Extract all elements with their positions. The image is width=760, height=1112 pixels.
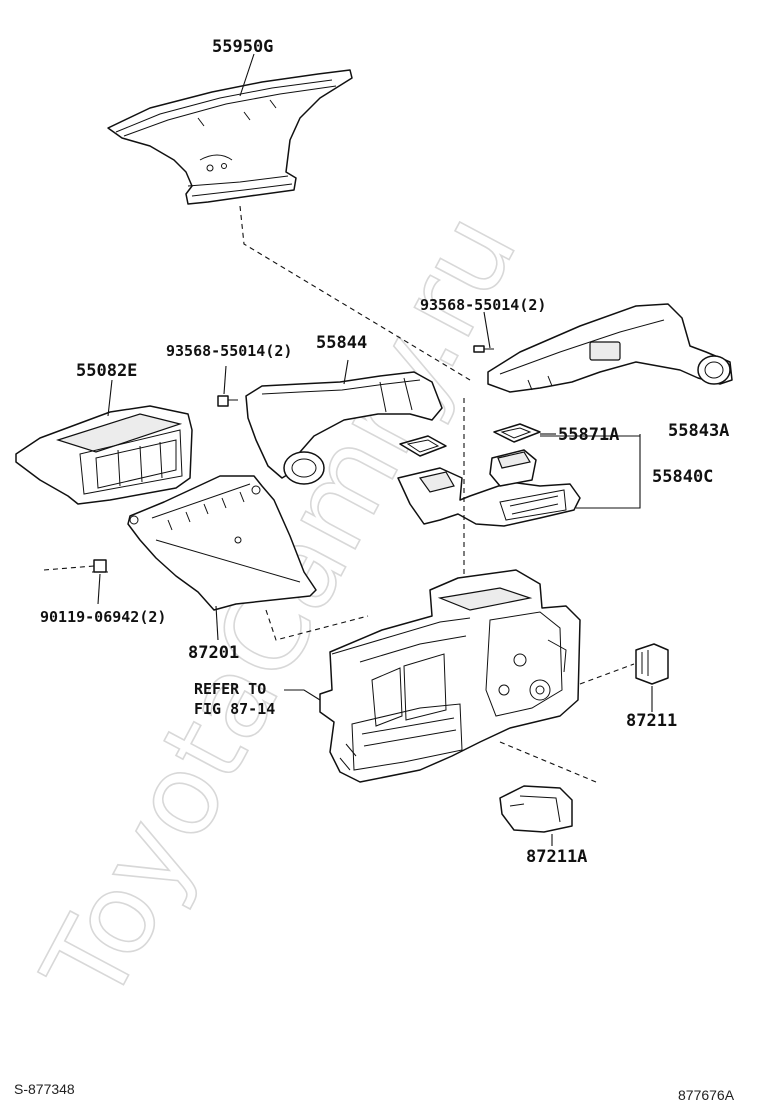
label-87211a: 87211A bbox=[526, 847, 587, 867]
duct-assembly-55840c bbox=[397, 449, 581, 527]
label-55840c: 55840C bbox=[652, 467, 713, 487]
dashed-line-87211a bbox=[499, 741, 597, 783]
dashed-line-bolt bbox=[43, 565, 95, 571]
dashed-line-panel bbox=[265, 609, 369, 641]
label-90119: 90119-06942(2) bbox=[40, 608, 166, 626]
label-refer-line2: FIG 87-14 bbox=[194, 700, 275, 718]
hvac-unit bbox=[319, 569, 581, 783]
label-87211: 87211 bbox=[626, 711, 677, 731]
bolt-90119 bbox=[92, 559, 108, 573]
screw-left bbox=[217, 395, 238, 407]
label-55871a: 55871A bbox=[558, 425, 619, 445]
footer-right-code: 877676A bbox=[678, 1087, 735, 1103]
defroster-nozzle-55950g bbox=[107, 69, 353, 205]
actuator-87211a bbox=[499, 785, 573, 833]
label-87201: 87201 bbox=[188, 643, 239, 663]
center-duct-55844 bbox=[245, 371, 443, 485]
side-duct-55843a bbox=[487, 303, 733, 393]
label-55844: 55844 bbox=[316, 333, 367, 353]
label-93568-right: 93568-55014(2) bbox=[420, 296, 546, 314]
dashed-line-defroster bbox=[239, 205, 471, 381]
label-93568-left: 93568-55014(2) bbox=[166, 342, 292, 360]
screw-right bbox=[473, 345, 494, 353]
register-55082e bbox=[15, 405, 193, 505]
label-refer-line1: REFER TO bbox=[194, 680, 266, 698]
label-55950g: 55950G bbox=[212, 37, 273, 57]
duct-panel-87201 bbox=[127, 475, 317, 611]
gasket-55871a bbox=[399, 423, 541, 457]
actuator-87211 bbox=[635, 643, 669, 685]
dashed-line-87211 bbox=[579, 663, 635, 685]
footer-left-code: S-877348 bbox=[14, 1081, 75, 1097]
label-55082e: 55082E bbox=[76, 361, 137, 381]
label-55843a: 55843A bbox=[668, 421, 729, 441]
